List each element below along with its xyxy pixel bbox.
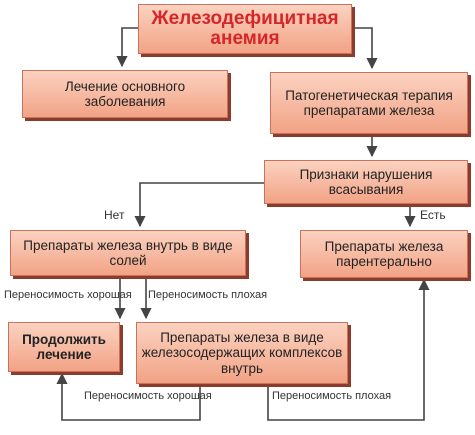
node-continue-treatment: Продолжить лечение: [8, 322, 120, 372]
edge-label-tolerance-bad-1: Переносимость плохая: [148, 289, 268, 301]
node-label: Продолжить лечение: [22, 331, 106, 362]
node-label: Лечение основного заболевания: [64, 78, 186, 109]
arrow-absorption-no: [134, 182, 264, 228]
node-pathogenetic-therapy: Патогенетическая терапия препаратами жел…: [270, 72, 468, 134]
edge-label-tolerance-good-1: Переносимость хорошая: [4, 289, 132, 301]
edge-label-tolerance-good-2: Переносимость хорошая: [84, 390, 212, 402]
edge-label-no: Нет: [104, 208, 125, 222]
node-label: Препараты железа в виде железосодержащих…: [141, 330, 343, 376]
arrow-complexes-bad: [267, 278, 430, 421]
edge-label-tolerance-bad-2: Переносимость плохая: [272, 390, 392, 402]
node-absorption-disorder: Признаки нарушения всасывания: [264, 160, 468, 204]
node-oral-iron-salts: Препараты железа внутрь в виде солей: [10, 230, 246, 276]
node-iron-complexes-oral: Препараты железа в виде железосодержащих…: [136, 322, 348, 384]
edge-label-yes: Есть: [420, 208, 446, 222]
node-label: Патогенетическая терапия препаратами жел…: [285, 87, 453, 118]
node-label: Железодефицитная анемия: [151, 8, 339, 49]
arrow-complexes-good: [56, 372, 201, 421]
arrow-title-to-pathogenetic: [352, 27, 378, 70]
arrow-title-to-treatment: [116, 27, 138, 68]
node-iron-deficiency-anemia: Железодефицитная анемия: [138, 4, 352, 54]
node-label: Препараты железа внутрь в виде солей: [23, 237, 233, 268]
node-label: Препараты железа парентерально: [324, 238, 444, 269]
node-treat-underlying-disease: Лечение основного заболевания: [22, 70, 228, 118]
node-parenteral-iron: Препараты железа парентерально: [300, 230, 468, 278]
node-label: Признаки нарушения всасывания: [299, 166, 433, 197]
